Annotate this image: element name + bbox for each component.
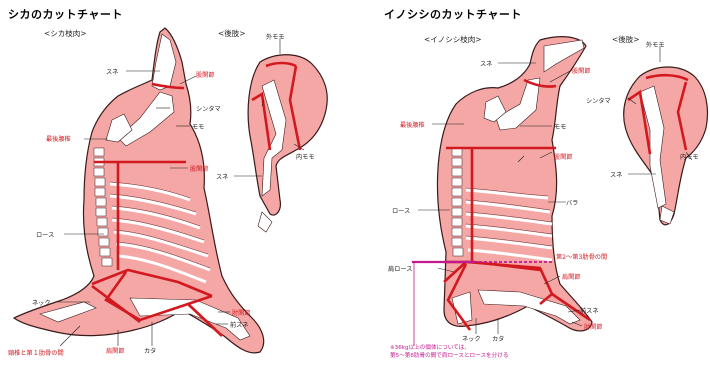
boar-label-bara: バラ [566,198,578,207]
boar-carcass-subtitle: <イノシシ枝肉> [424,34,482,45]
deer-label-neck: ネック [32,298,51,307]
boar-label-kata: カタ [492,334,504,343]
deer-label-kata: カタ [144,346,156,355]
deer-label-kenkosetsu: 肩関節 [106,346,125,355]
boar-label-maesune: 前スネ [580,306,599,315]
boar-label-kokansetsu2: 股関節 [554,152,573,161]
boar-label-saikoyotsui: 最後腰椎 [400,120,425,129]
deer-label-sotomomo: 外モモ [266,32,285,41]
deer-hind-subtitle: <後肢> [218,28,246,39]
deer-label-momo: モモ [192,122,204,131]
deer-label-kokansetsu: 股関節 [196,70,215,79]
boar-label-kokansetsu: 股関節 [572,66,591,75]
boar-label-momo: モモ [554,122,566,131]
boar-label-rosu: ロース [392,206,410,215]
deer-carcass-subtitle: <シカ枝肉> [44,28,87,39]
boar-label-sune: スネ [480,59,492,68]
deer-hoof [258,212,272,232]
deer-label-maesune: 前スネ [230,320,249,329]
boar-hind-subtitle: <後肢> [612,34,640,45]
deer-label-saikoyotsui: 最後腰椎 [46,134,71,143]
boar-label-hijikansetsu: 肘関節 [584,322,603,331]
deer-label-hijikansetsu: 肘関節 [232,308,251,317]
deer-hind-silhouette [248,55,327,215]
deer-label-sune: スネ [106,67,118,76]
boar-label-sotomomo: 外モモ [646,40,665,49]
boar-label-shintama: シンタマ [586,96,611,105]
boar-label-katarosu: 肩ロース [388,264,412,273]
boar-chart-title: イノシシのカットチャート [384,6,522,22]
deer-chart-title: シカのカットチャート [8,6,123,22]
boar-label-uchimomo: 内モモ [680,152,699,161]
boar-label-sune-hind: スネ [610,170,622,179]
boar-spine [452,148,463,256]
boar-note-line-1: ※36kg以上の個体については、 [390,345,470,352]
deer-label-sune-hind: スネ [216,172,228,181]
boar-hind-leg [624,67,708,225]
boar-label-neck: ネック [462,334,481,343]
deer-hind-leg [248,55,327,232]
deer-label-rosu: ロース [36,230,54,239]
deer-label-shintama: シンタマ [196,104,221,113]
boar-carcass [412,37,592,346]
deer-label-keitsui: 頸椎と第１肋骨の間 [8,348,64,357]
boar-label-rib: 第2〜第3肋骨の間 [556,252,607,261]
deer-label-kokansetsu2: 股関節 [190,164,209,173]
boar-note-line-2: 第5〜第6肋骨の間で肩ロースとロースを分ける [390,353,508,360]
deer-label-uchimomo: 内モモ [296,152,315,161]
deer-carcass [14,28,264,353]
boar-label-kenkansetsu: 肩関節 [562,272,581,281]
